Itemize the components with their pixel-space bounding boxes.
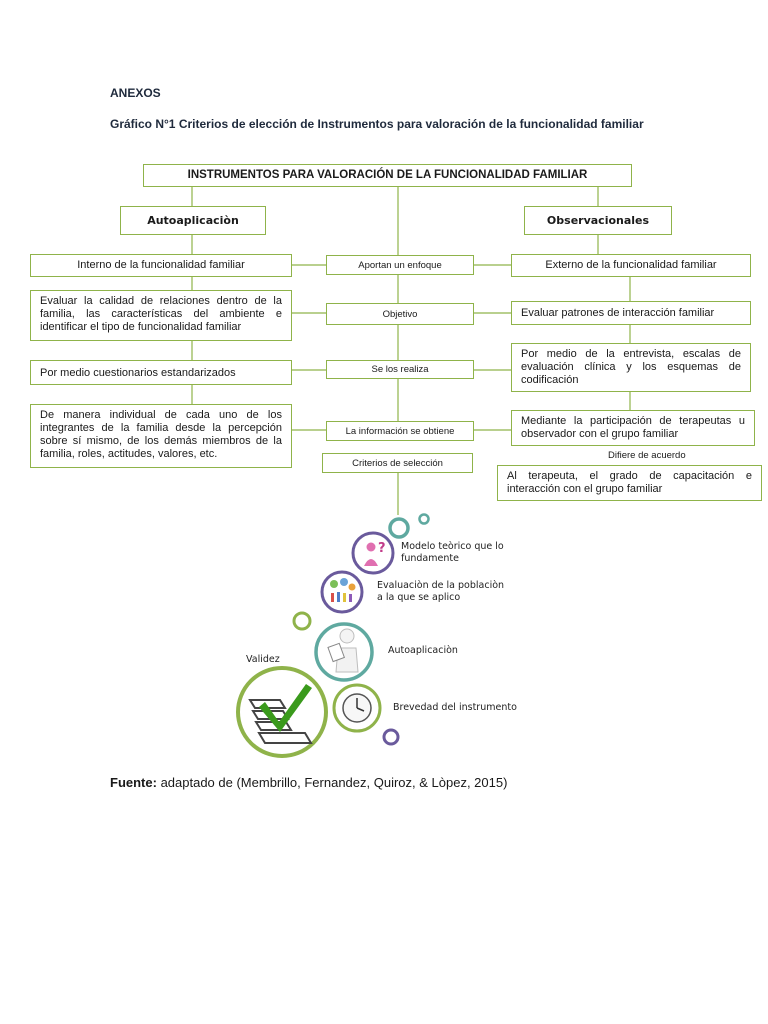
decor-circle — [388, 517, 410, 539]
center-item-label: Se los realiza — [371, 364, 429, 375]
svg-text:?: ? — [378, 541, 386, 556]
center-item-objetivo: Objetivo — [326, 303, 474, 325]
person-clipboard-icon — [314, 622, 374, 682]
center-item-label: Aportan un enfoque — [358, 259, 442, 271]
left-item-label: Interno de la funcionalidad familiar — [77, 259, 245, 271]
criterion-label: Brevedad del instrumento — [393, 702, 517, 713]
left-item-enfoque: Interno de la funcionalidad familiar — [30, 254, 292, 277]
population-icon — [320, 570, 364, 614]
source-prefix: Fuente: — [110, 775, 157, 790]
source-citation: Fuente: adaptado de (Membrillo, Fernande… — [110, 775, 507, 790]
left-item-label: Evaluar la calidad de relaciones dentro … — [40, 295, 282, 333]
right-item-label: Mediante la participación de terapeutas … — [521, 415, 745, 440]
center-item-label: Objetivo — [382, 308, 418, 320]
right-item-realiza: Por medio de la entrevista, escalas de e… — [511, 343, 751, 392]
left-category: Autoaplicaciòn — [147, 214, 239, 227]
center-item-label: La información se obtiene — [345, 425, 455, 437]
criterion-label: Autoaplicaciòn — [388, 645, 458, 656]
left-item-label: De manera individual de cada uno de los … — [40, 409, 282, 460]
main-title-box: INSTRUMENTOS PARA VALORACIÓN DE LA FUNCI… — [143, 164, 632, 187]
right-item-label: Evaluar patrones de interacción familiar — [521, 307, 715, 319]
differ-label: Difiere de acuerdo — [608, 450, 686, 461]
left-item-informacion: De manera individual de cada uno de los … — [30, 404, 292, 468]
right-item-criterios: Al terapeuta, el grado de capacitación e… — [497, 465, 762, 501]
annex-title: ANEXOS — [110, 86, 161, 100]
left-item-realiza: Por medio cuestionarios estandarizados — [30, 360, 292, 385]
clock-icon — [332, 683, 382, 733]
center-item-criterios: Criterios de selección — [322, 453, 473, 473]
decor-circle — [292, 611, 312, 631]
main-title: INSTRUMENTOS PARA VALORACIÓN DE LA FUNCI… — [187, 169, 588, 181]
right-item-label: Por medio de la entrevista, escalas de e… — [521, 348, 741, 386]
right-item-objetivo: Evaluar patrones de interacción familiar — [511, 301, 751, 325]
center-item-informacion: La información se obtiene — [326, 421, 474, 441]
right-item-label: Al terapeuta, el grado de capacitación e… — [507, 470, 752, 495]
decor-circle — [418, 513, 430, 525]
question-person-icon: ? — [351, 531, 395, 575]
figure-caption: Gráfico N°1 Criterios de elección de Ins… — [110, 117, 644, 131]
center-item-realiza: Se los realiza — [326, 360, 474, 379]
left-item-label: Por medio cuestionarios estandarizados — [40, 367, 236, 379]
right-item-informacion: Mediante la participación de terapeutas … — [511, 410, 755, 446]
checklist-icon — [236, 666, 328, 758]
left-item-objetivo: Evaluar la calidad de relaciones dentro … — [30, 290, 292, 341]
center-item-label: Criterios de selección — [352, 457, 443, 469]
validity-label: Validez — [246, 654, 280, 665]
center-item-enfoque: Aportan un enfoque — [326, 255, 474, 275]
right-item-enfoque: Externo de la funcionalidad familiar — [511, 254, 751, 277]
right-item-label: Externo de la funcionalidad familiar — [545, 259, 717, 271]
right-category-box: Observacionales — [524, 206, 672, 235]
criterion-label: Evaluaciòn de la poblaciòn a la que se a… — [377, 580, 505, 603]
decor-circle — [382, 728, 400, 746]
source-text: adaptado de (Membrillo, Fernandez, Quiro… — [156, 775, 508, 790]
right-category: Observacionales — [546, 214, 650, 227]
left-category-box: Autoaplicaciòn — [120, 206, 266, 235]
criterion-label: Modelo teòrico que lo fundamente — [401, 541, 504, 564]
